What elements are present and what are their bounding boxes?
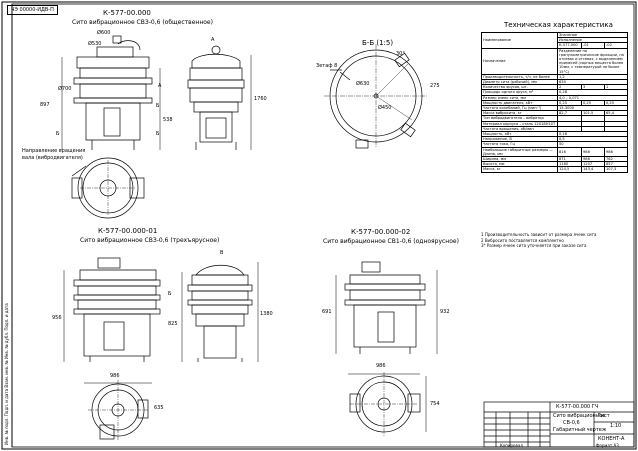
spec-note: 2 Вибросито поставляется комплектно [481, 237, 564, 243]
titleblock-name3: Габаритный чертеж [553, 427, 607, 433]
section-dim-r: 275 [430, 83, 440, 89]
section-b-b [324, 44, 428, 149]
titleblock-format: Формат А3 [596, 443, 619, 448]
view3-code: К-577-00.000-02 [351, 228, 411, 236]
view2-dim-bottom: 986 [110, 373, 120, 379]
view1-callout-2: вала (вибродвигателя) [22, 155, 83, 161]
titleblock-name2: СВ-0,6 [563, 420, 580, 426]
spec-notes: 1 Производительность зависит от размера … [481, 232, 631, 249]
view2-plan-view [84, 380, 152, 440]
view2-side-elevation [63, 257, 161, 362]
view3-side-elevation [335, 261, 438, 354]
view1-title: Сито вибрационное СВЗ-0,6 (общественное) [72, 19, 213, 26]
view1-dim-height-right: 538 [163, 117, 173, 123]
titleblock-code: К-577-00.000 ГЧ [556, 404, 599, 410]
view1-dim-side: Ø700 [58, 86, 72, 92]
view1-dim-height-far: 1760 [254, 96, 267, 102]
section-dim-d: Ø630 [356, 81, 370, 87]
view1-label-b-left: Б [56, 131, 60, 137]
title-block [483, 401, 635, 448]
spec-purpose-text: Разделение на гранулометрические фракции… [557, 47, 628, 75]
view1-label-b-bottom: Б [156, 131, 160, 137]
view1-code: К-577-00.000 [103, 9, 151, 17]
view2-code: К-577-00.000-01 [98, 227, 158, 235]
spec-header-col-2: -02 [604, 42, 628, 49]
view1-label-b-top: Б [156, 103, 160, 109]
view2-small-label: Б [168, 291, 172, 297]
spec-row: Тип вибродвигателя – вибратор [481, 115, 628, 122]
spec-size-name: Наибольшие габаритные размеры — Длина, м… [481, 146, 558, 158]
view2-dim-right: 825 [168, 321, 178, 327]
spec-size-value-1: 986 [581, 146, 605, 158]
view2-view-label: В [220, 250, 224, 256]
titleblock-sheet: Лист [597, 413, 610, 419]
view3-title: Сито вибрационное СВ1-0,6 (одноярусное) [323, 238, 459, 245]
view2-dim-left: 956 [52, 315, 62, 321]
view2-dim-mid: 1380 [260, 311, 273, 317]
titleblock-copied: Копировал [500, 443, 523, 448]
titleblock-company: КОНЕНТ-А [598, 436, 625, 442]
spec-mass-value-0: 124,5 [557, 166, 582, 173]
view3-plan-view [348, 372, 427, 436]
view1-callout: Направление вращения [22, 148, 86, 154]
spec-note: 1 Производительность зависит от размера … [481, 232, 597, 237]
view3-dim-bottom: 986 [376, 363, 386, 369]
section-dim-angle: 30° [396, 51, 405, 57]
view1-view-label-a: А [211, 37, 215, 43]
view1-plan-view [71, 157, 145, 219]
spec-mass-value-2: 107,3 [604, 166, 628, 173]
spec-mass-value-1: 143,4 [581, 166, 605, 173]
view1-front-elevation [187, 45, 252, 150]
spec-row-name: Материал корпуса – сталь 12Х18Н10Т [481, 120, 558, 127]
section-dim-small: Ø450 [378, 105, 392, 111]
side-strip-text: Инв. № подл. Подп. и дата Взам. инв. № И… [4, 303, 9, 445]
view1-side-elevation [61, 35, 161, 150]
view3-dim-right: 932 [440, 309, 450, 315]
view1-dim-top: Ø600 [97, 30, 111, 36]
spec-title: Техническая характеристика [504, 21, 613, 29]
spec-row-name: Производительность, т/ч, не более [481, 73, 558, 81]
spec-size-value-2: 986 [604, 146, 628, 158]
spec-row: Материал корпуса – сталь 12Х18Н10Т [481, 120, 628, 127]
section-title: Б-Б (1:5) [362, 39, 394, 47]
spec-mass-name: Масса, кг [481, 166, 558, 173]
view2-title: Сито вибрационное СВЗ-0,6 (трехъярусное) [80, 237, 220, 244]
view2-front-elevation [181, 262, 259, 362]
view3-dim-left: 691 [322, 309, 332, 315]
spec-size-row: Наибольшие габаритные размеры — Длина, м… [481, 146, 628, 158]
view3-dim-side: 754 [430, 401, 440, 407]
view1-dim-top-small: Ø530 [88, 41, 102, 47]
section-label-left: Зетаф 8 [316, 63, 338, 69]
spec-note: 3* Размер ячеек сита уточняется при зака… [481, 243, 587, 248]
spec-size-value-0: 816 [557, 146, 582, 158]
view1-dim-height-left: 897 [40, 102, 50, 108]
view1-label-a-arrow: А [158, 83, 162, 89]
document-stamp: ЧЭ 00000-ИДВ-П [7, 5, 58, 15]
spec-header-name: Наименование [481, 32, 558, 49]
view2-dim-bottom-small: 635 [154, 405, 164, 411]
titleblock-scale: 1:10 [610, 423, 622, 429]
spec-purpose-label: Назначение [481, 47, 558, 75]
titleblock-name1: Сито вибрационное [553, 413, 606, 419]
